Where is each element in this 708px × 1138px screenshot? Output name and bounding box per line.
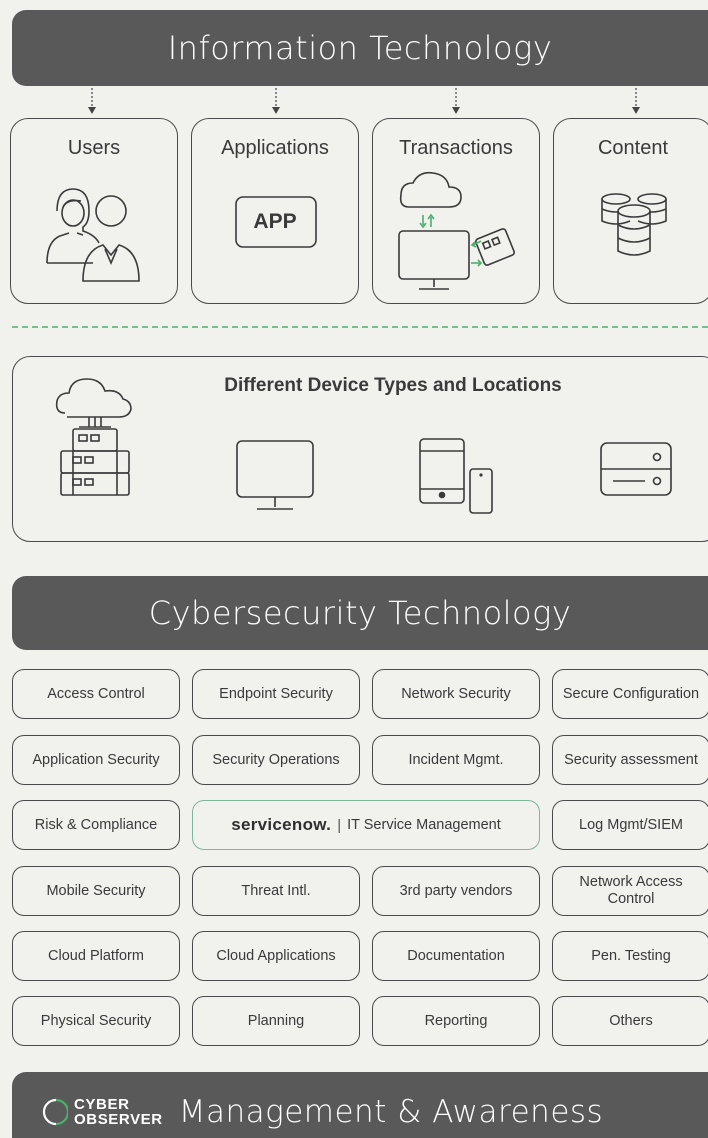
cyber-observer-logo-icon [42,1098,68,1126]
users-icon [46,188,140,282]
device-panel-title: Different Device Types and Locations [224,375,562,396]
information-technology-banner: Information Technology [12,10,708,86]
app-icon [235,196,317,248]
it-box-transactions: Transactions [372,118,540,304]
management-awareness-title: Management & Awareness [178,1094,604,1130]
logo-line-1: CYBER [74,1096,130,1113]
cs-box-security-operations: Security Operations [192,735,360,785]
section-divider [12,326,708,328]
cs-box-access-control: Access Control [12,669,180,719]
it-box-label: Users [67,137,121,159]
cs-box-endpoint-security: Endpoint Security [192,669,360,719]
arrow-down-icon [452,88,460,114]
servicenow-label: IT Service Management [347,817,501,833]
cs-box-network-security: Network Security [372,669,540,719]
cs-box-planning: Planning [192,996,360,1046]
information-technology-title: Information Technology [167,29,553,67]
cyber-observer-logo: CYBER OBSERVER [42,1097,163,1127]
cs-box-cloud-platform: Cloud Platform [12,931,180,981]
tablet-phone-icon [419,438,493,514]
cybersecurity-technology-title: Cybersecurity Technology [148,594,572,632]
arrow-down-icon [88,88,96,114]
logo-line-2: OBSERVER [74,1111,163,1128]
cs-box-risk-compliance: Risk & Compliance [12,800,180,850]
device-types-panel: Different Device Types and Locations [12,356,708,542]
it-box-label: Transactions [399,137,513,159]
storage-drive-icon [600,442,672,496]
cs-box-others: Others [552,996,708,1046]
cs-box-network-access-control: Network Access Control [552,866,708,916]
cs-box-incident-mgmt: Incident Mgmt. [372,735,540,785]
cs-box-secure-configuration: Secure Configuration [552,669,708,719]
cs-box-physical-security: Physical Security [12,996,180,1046]
cs-box-cloud-applications: Cloud Applications [192,931,360,981]
it-box-users: Users [10,118,178,304]
cs-box-log-mgmt-siem: Log Mgmt/SIEM [552,800,708,850]
cs-box-security-assessment: Security assessment [552,735,708,785]
arrow-down-icon [632,88,640,114]
it-box-label: Content [597,137,669,159]
servicenow-logo: servicenow. [231,815,332,834]
arrow-down-icon [272,88,280,114]
app-icon-text: APP [253,210,297,233]
it-box-applications: Applications APP [191,118,359,304]
cs-box-pen-testing: Pen. Testing [552,931,708,981]
transactions-icon [398,171,515,290]
management-awareness-banner: CYBER OBSERVER Management & Awareness [12,1072,708,1138]
servicenow-box: servicenow. | IT Service Management [192,800,540,850]
cs-box-threat-intl: Threat Intl. [192,866,360,916]
cyber-observer-logo-text: CYBER OBSERVER [74,1097,163,1127]
cs-box-mobile-security: Mobile Security [12,866,180,916]
it-box-label: Applications [221,137,329,159]
it-box-content: Content [553,118,708,304]
servicenow-separator: | [337,816,342,834]
cs-box-application-security: Application Security [12,735,180,785]
cs-box-reporting: Reporting [372,996,540,1046]
monitor-icon [236,440,314,510]
database-icon [601,193,667,256]
cs-box-3rd-party-vendors: 3rd party vendors [372,866,540,916]
cloud-server-icon [55,378,132,496]
cs-box-documentation: Documentation [372,931,540,981]
cybersecurity-technology-banner: Cybersecurity Technology [12,576,708,650]
